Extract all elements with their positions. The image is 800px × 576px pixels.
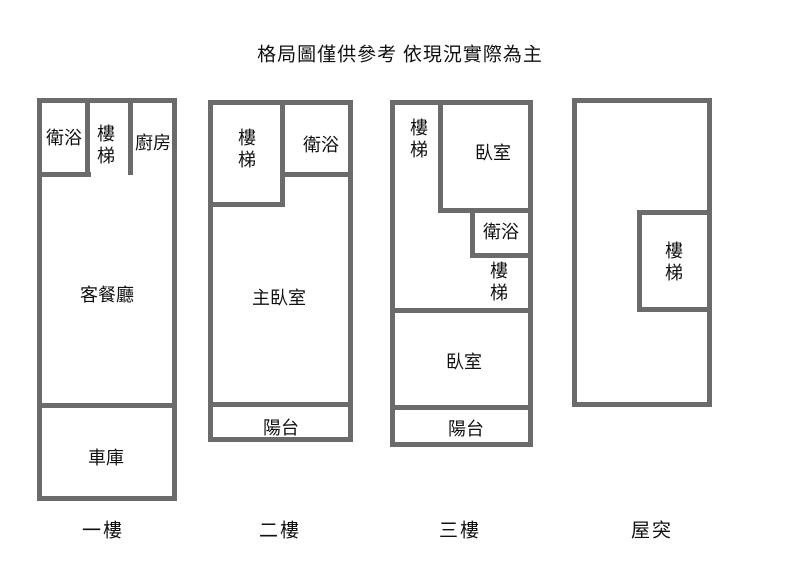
room-label-bedroom-rear: 臥室	[446, 352, 482, 372]
disclaimer-title: 格局圖僅供參考 依現況實際為主	[257, 44, 543, 66]
room-label-stairs-lower: 樓梯	[488, 261, 508, 305]
room-label-bath: 衛浴	[483, 222, 519, 242]
room-label-stairs-upper: 樓梯	[408, 118, 428, 162]
room-label-bedroom-front: 臥室	[475, 143, 511, 163]
wall	[470, 213, 475, 258]
wall	[390, 308, 533, 313]
floor-label-second: 二樓	[258, 520, 302, 542]
wall	[572, 98, 577, 407]
room-label-living-dining: 客餐廳	[80, 285, 134, 305]
wall	[37, 98, 42, 501]
wall	[37, 403, 177, 408]
wall	[470, 253, 533, 258]
room-label-garage: 車庫	[88, 448, 124, 468]
floor-label-third: 三樓	[438, 520, 482, 542]
wall	[438, 208, 533, 213]
room-label-balcony: 陽台	[263, 418, 299, 438]
wall	[37, 496, 177, 501]
wall	[572, 402, 712, 407]
floor-label-rooftop: 屋突	[630, 520, 674, 542]
wall	[280, 100, 285, 207]
wall	[572, 98, 712, 103]
wall	[37, 172, 91, 177]
wall	[528, 100, 533, 447]
room-label-bath: 衛浴	[303, 135, 339, 155]
wall	[85, 98, 90, 177]
wall	[208, 437, 353, 442]
wall	[37, 98, 177, 103]
room-label-balcony: 陽台	[448, 419, 484, 439]
wall	[390, 100, 533, 105]
wall	[438, 100, 443, 213]
wall	[172, 98, 177, 501]
wall	[390, 405, 533, 410]
room-label-stairs: 樓梯	[236, 128, 256, 172]
wall	[637, 307, 712, 312]
wall	[208, 202, 285, 207]
room-label-kitchen: 廚房	[135, 133, 171, 153]
wall	[390, 100, 395, 447]
wall	[637, 210, 712, 215]
room-label-master-bedroom: 主臥室	[252, 288, 306, 308]
wall	[128, 98, 133, 175]
wall	[348, 100, 353, 442]
wall	[208, 402, 353, 407]
room-label-bath: 衛浴	[46, 128, 82, 148]
floor-label-first: 一樓	[81, 520, 125, 542]
room-label-stairs: 樓梯	[663, 241, 683, 285]
room-label-stairs: 樓梯	[95, 124, 115, 168]
wall	[208, 100, 213, 442]
wall	[707, 98, 712, 407]
wall	[637, 210, 642, 312]
wall	[280, 172, 353, 177]
wall	[390, 442, 533, 447]
